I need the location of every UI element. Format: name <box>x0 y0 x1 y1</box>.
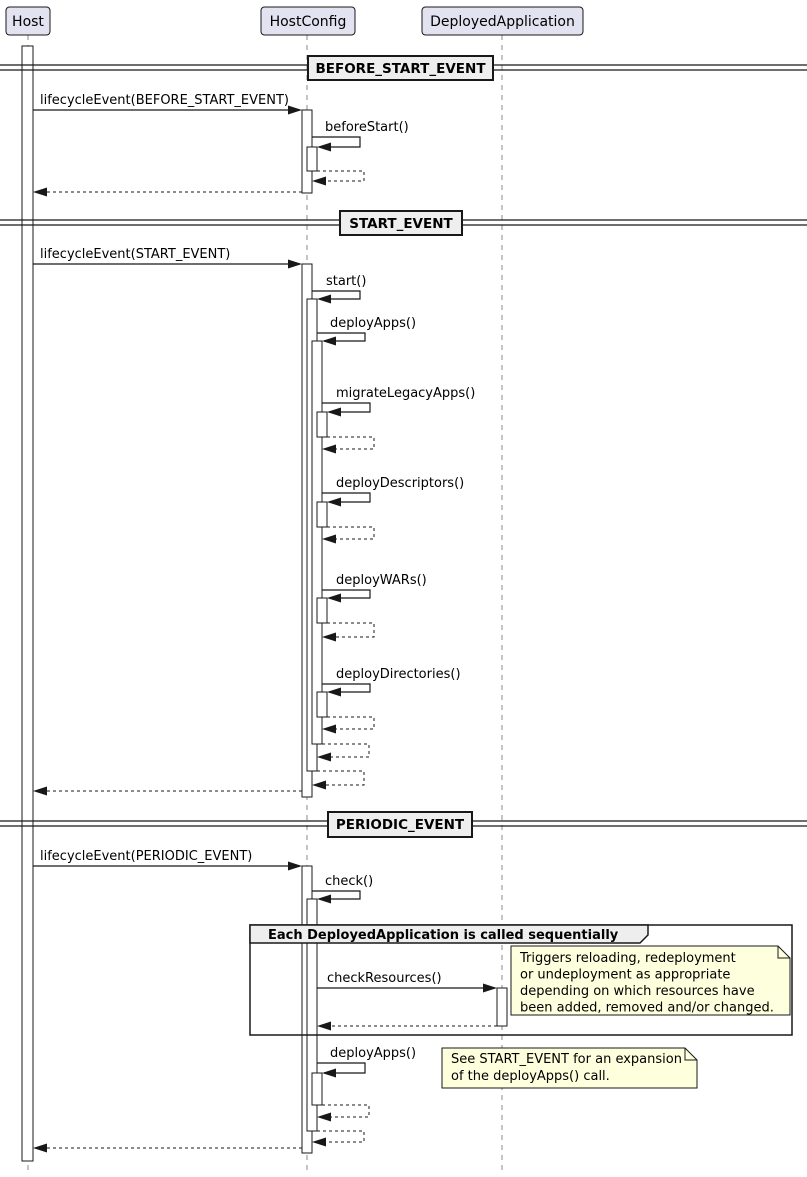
message-self-call-arrowhead <box>322 336 336 346</box>
message-label: beforeStart() <box>325 120 409 135</box>
message-self-return-arrowhead <box>317 752 331 762</box>
message-self-return-line <box>319 1104 370 1118</box>
activation-bar-host-config <box>316 411 328 438</box>
activation-bar-host-config <box>306 898 318 1132</box>
message-self-call-arrowhead <box>327 593 341 603</box>
message-label: start() <box>326 274 366 289</box>
activation-bar-deployed-application <box>496 987 508 1027</box>
message-self-call-arrowhead <box>317 894 331 904</box>
activation-bar-host-config <box>316 597 328 624</box>
message-self-call-line <box>322 683 371 693</box>
message-self-return-line <box>324 436 375 450</box>
message-self-return-arrowhead <box>312 780 326 790</box>
activation-bar-host-config <box>306 146 318 172</box>
group-header <box>249 924 649 944</box>
participant-box-host-config <box>260 6 356 36</box>
participant-label-host: Host <box>12 14 44 30</box>
message-self-return-arrowhead <box>312 1137 326 1147</box>
message-return-arrowhead <box>33 1143 47 1153</box>
group-label: Each DeployedApplication is called seque… <box>268 928 619 943</box>
divider-label-start-event: START_EVENT <box>349 216 453 232</box>
message-self-call-line <box>322 492 371 503</box>
activation-bar-host-config <box>311 340 323 745</box>
note-deploy-apps-fold <box>684 1048 697 1061</box>
message-self-return-line <box>324 622 375 638</box>
message-self-return-line <box>324 716 375 730</box>
note-deploy-apps-text: of the deployApps() call. <box>451 1069 610 1084</box>
message-self-return-arrowhead <box>317 1112 331 1122</box>
note-check-resources-text: been added, removed and/or changed. <box>520 1001 774 1016</box>
message-self-return-line <box>324 526 375 540</box>
message-call-arrowhead <box>288 259 302 269</box>
activation-bar-host <box>21 45 34 1162</box>
activation-bar-host-config <box>311 1072 323 1106</box>
divider-box-periodic-event <box>327 811 473 838</box>
message-self-return-arrowhead <box>322 724 336 734</box>
message-label: checkResources() <box>327 971 442 986</box>
message-self-call-line <box>317 332 366 342</box>
message-label: deployDescriptors() <box>336 476 464 491</box>
message-label: lifecycleEvent(START_EVENT) <box>40 247 230 262</box>
message-label: deployDirectories() <box>336 667 461 682</box>
note-check-resources-fold <box>777 946 790 959</box>
message-label: deployApps() <box>330 316 416 331</box>
message-label: deployApps() <box>330 1046 416 1061</box>
note-check-resources-text: depending on which resources have <box>520 984 755 999</box>
divider-label-periodic-event: PERIODIC_EVENT <box>336 817 465 833</box>
message-self-return-arrowhead <box>312 176 326 186</box>
message-label: lifecycleEvent(PERIODIC_EVENT) <box>40 849 252 864</box>
activation-bar-host-config <box>316 691 328 718</box>
divider-label-before-start-event: BEFORE_START_EVENT <box>315 61 486 77</box>
participant-box-deployed-application <box>421 6 584 36</box>
message-self-call-arrowhead <box>322 1068 336 1078</box>
message-self-call-line <box>312 136 361 148</box>
note-check-resources <box>510 945 791 1016</box>
divider-box-before-start-event <box>307 55 494 81</box>
divider-box-start-event <box>339 210 463 236</box>
activation-bar-host-config <box>316 501 328 528</box>
message-self-call-line <box>317 1062 366 1074</box>
message-self-call-arrowhead <box>327 407 341 417</box>
message-self-call-arrowhead <box>317 142 331 152</box>
message-label: lifecycleEvent(BEFORE_START_EVENT) <box>40 93 289 108</box>
message-return-arrowhead <box>33 187 47 197</box>
message-label: deployWARs() <box>336 573 427 588</box>
message-return-arrowhead <box>317 1021 331 1031</box>
message-return-arrowhead <box>33 786 47 796</box>
note-check-resources-text: Triggers reloading, redeployment <box>519 951 736 966</box>
note-deploy-apps <box>441 1047 698 1089</box>
message-self-call-line <box>322 589 371 599</box>
message-self-call-line <box>322 402 371 413</box>
message-self-call-arrowhead <box>327 687 341 697</box>
message-self-return-arrowhead <box>322 444 336 454</box>
participant-label-host-config: HostConfig <box>270 14 347 30</box>
message-label: migrateLegacyApps() <box>336 386 475 401</box>
message-self-call-arrowhead <box>317 294 331 304</box>
message-self-return-arrowhead <box>322 534 336 544</box>
message-self-call-arrowhead <box>327 497 341 507</box>
message-call-arrowhead <box>483 983 497 993</box>
note-deploy-apps-text: See START_EVENT for an expansion <box>451 1052 682 1067</box>
message-self-return-line <box>314 770 365 786</box>
message-call-arrowhead <box>288 105 302 115</box>
participant-box-host <box>5 6 51 36</box>
message-self-call-line <box>312 290 361 300</box>
message-label: check() <box>325 874 373 889</box>
message-call-arrowhead <box>288 861 302 871</box>
message-self-return-arrowhead <box>322 632 336 642</box>
note-check-resources-text: or undeployment as appropriate <box>520 968 730 983</box>
message-self-call-line <box>312 890 361 900</box>
participant-label-deployed-application: DeployedApplication <box>430 14 575 30</box>
message-self-return-line <box>319 743 370 758</box>
